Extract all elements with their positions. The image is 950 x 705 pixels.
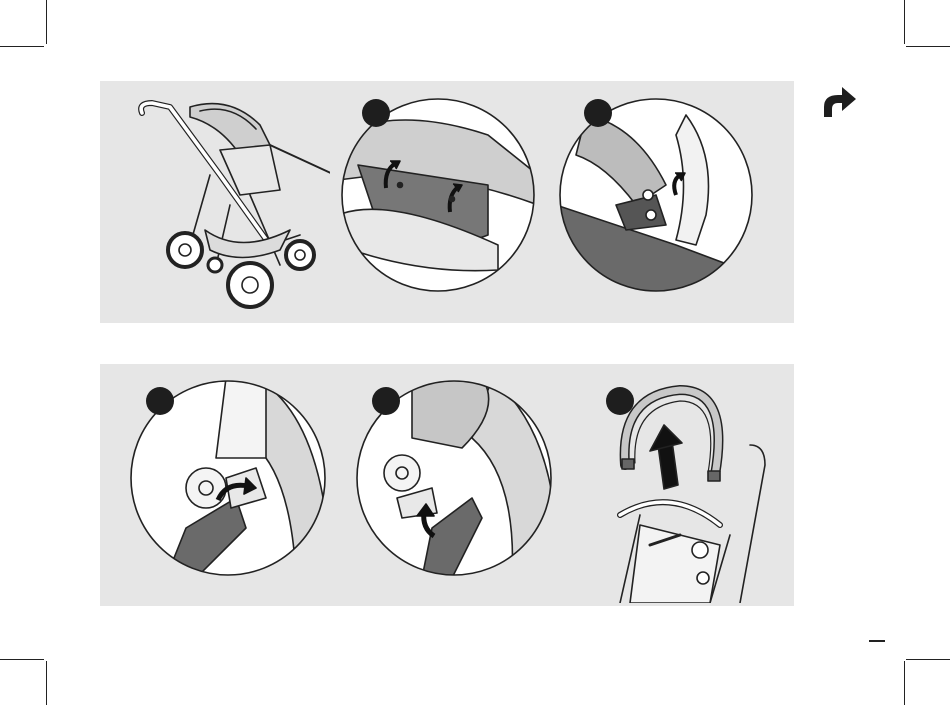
detail-canopy-hinge-figure [556,95,756,295]
crop-mark [906,46,950,47]
crop-mark [906,659,950,660]
crop-mark [904,0,905,44]
canopy-lift-off-figure [580,385,780,603]
crop-mark [46,661,47,705]
step-badge [146,387,174,415]
step-badge [606,387,634,415]
crop-mark [0,46,44,47]
page-marker [869,640,885,642]
stroller-overview-figure [130,95,330,310]
crop-mark [46,0,47,44]
step-badge [584,99,612,127]
crop-mark [0,659,44,660]
step-badge [362,99,390,127]
step-badge [372,387,400,415]
crop-mark [904,661,905,705]
continue-arrow-icon [818,83,858,124]
